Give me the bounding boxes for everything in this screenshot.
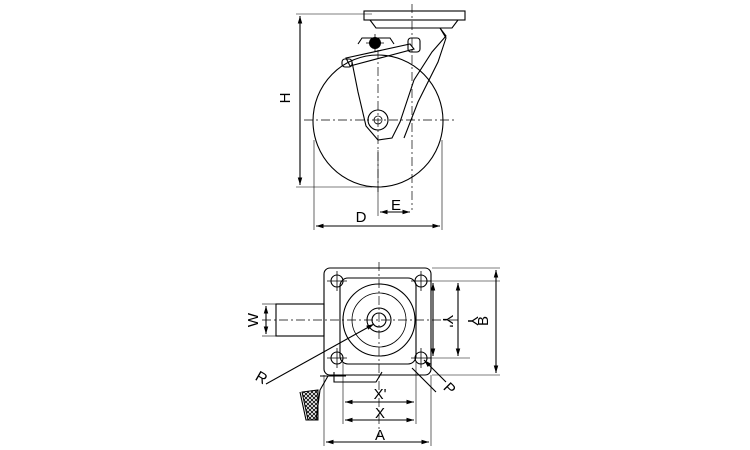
dim-label-H: H bbox=[277, 93, 294, 104]
dim-label-B: B bbox=[475, 316, 492, 326]
dim-label-A: A bbox=[375, 427, 385, 444]
dim-label-X: X bbox=[375, 405, 385, 422]
dim-label-R: R bbox=[252, 368, 270, 388]
dim-label-W: W bbox=[245, 312, 262, 327]
fork bbox=[351, 27, 447, 141]
dim-label-Y: Y bbox=[464, 316, 481, 326]
dim-label-P: P bbox=[440, 379, 459, 398]
dim-label-D: D bbox=[356, 209, 367, 226]
dim-label-E: E bbox=[391, 197, 401, 214]
top-plate bbox=[363, 10, 466, 21]
bolt-holes bbox=[327, 271, 431, 368]
dim-label-Y-prime: Y' bbox=[439, 315, 456, 328]
top-view: W R P X' X A Y' Y B bbox=[245, 262, 500, 446]
side-view: H E D bbox=[277, 4, 466, 230]
brake-lever bbox=[345, 43, 415, 67]
dim-label-X-prime: X' bbox=[374, 386, 387, 403]
